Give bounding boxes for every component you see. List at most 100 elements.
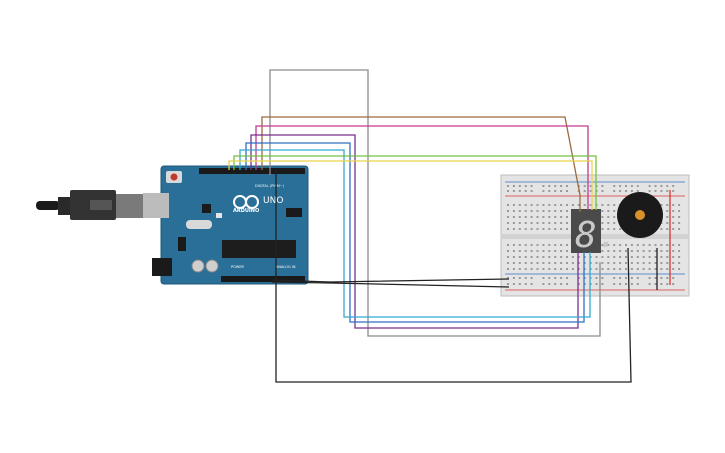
arduino-uno-board[interactable]: ARDUINO UNO DIGITAL (PWM~) POWER ANALOG … xyxy=(143,165,309,285)
breadboard-hole[interactable] xyxy=(625,268,627,270)
breadboard-hole[interactable] xyxy=(548,256,551,258)
breadboard-hole[interactable] xyxy=(554,244,557,246)
breadboard-hole[interactable] xyxy=(536,222,539,224)
breadboard-hole[interactable] xyxy=(512,283,515,285)
breadboard-hole[interactable] xyxy=(613,250,616,252)
breadboard-hole[interactable] xyxy=(648,268,651,270)
breadboard-hole[interactable] xyxy=(566,262,568,264)
breadboard-hole[interactable] xyxy=(577,283,580,285)
breadboard-hole[interactable] xyxy=(530,250,533,252)
breadboard-hole[interactable] xyxy=(524,244,527,246)
breadboard-hole[interactable] xyxy=(595,268,598,270)
breadboard-hole[interactable] xyxy=(666,262,669,264)
breadboard-hole[interactable] xyxy=(507,204,509,206)
breadboard-hole[interactable] xyxy=(518,250,521,252)
breadboard-hole[interactable] xyxy=(536,210,539,212)
breadboard-hole[interactable] xyxy=(648,250,651,252)
breadboard-hole[interactable] xyxy=(648,277,651,279)
breadboard-hole[interactable] xyxy=(566,210,568,212)
breadboard-hole[interactable] xyxy=(678,268,681,270)
breadboard-hole[interactable] xyxy=(518,185,521,187)
breadboard-hole[interactable] xyxy=(660,244,663,246)
breadboard-hole[interactable] xyxy=(601,222,604,224)
breadboard-hole[interactable] xyxy=(583,283,586,285)
breadboard-hole[interactable] xyxy=(536,250,539,252)
breadboard-hole[interactable] xyxy=(619,185,622,187)
breadboard-hole[interactable] xyxy=(660,268,663,270)
breadboard-hole[interactable] xyxy=(654,262,657,264)
breadboard-hole[interactable] xyxy=(660,228,663,230)
breadboard-hole[interactable] xyxy=(672,277,675,279)
breadboard-hole[interactable] xyxy=(518,283,521,285)
breadboard-hole[interactable] xyxy=(678,262,681,264)
breadboard-hole[interactable] xyxy=(560,185,563,187)
breadboard-hole[interactable] xyxy=(536,244,539,246)
breadboard-hole[interactable] xyxy=(583,185,586,187)
breadboard-hole[interactable] xyxy=(571,204,574,206)
breadboard-hole[interactable] xyxy=(524,277,527,279)
breadboard-hole[interactable] xyxy=(636,250,639,252)
breadboard-hole[interactable] xyxy=(507,244,509,246)
wire-blue[interactable] xyxy=(245,142,585,323)
breadboard-hole[interactable] xyxy=(560,222,563,224)
breadboard-hole[interactable] xyxy=(536,216,539,218)
breadboard-hole[interactable] xyxy=(507,190,509,192)
breadboard-hole[interactable] xyxy=(542,190,545,192)
breadboard-hole[interactable] xyxy=(642,262,645,264)
breadboard-hole[interactable] xyxy=(607,244,610,246)
breadboard-hole[interactable] xyxy=(507,256,509,258)
breadboard-hole[interactable] xyxy=(530,268,533,270)
breadboard-hole[interactable] xyxy=(512,262,515,264)
breadboard-hole[interactable] xyxy=(530,190,533,192)
breadboard-hole[interactable] xyxy=(672,216,675,218)
breadboard-hole[interactable] xyxy=(613,228,616,230)
breadboard-hole[interactable] xyxy=(619,262,622,264)
breadboard-hole[interactable] xyxy=(613,256,616,258)
breadboard-hole[interactable] xyxy=(607,228,610,230)
breadboard-hole[interactable] xyxy=(625,262,627,264)
breadboard-hole[interactable] xyxy=(601,190,604,192)
breadboard-hole[interactable] xyxy=(554,185,557,187)
breadboard-hole[interactable] xyxy=(507,268,509,270)
breadboard-hole[interactable] xyxy=(512,190,515,192)
breadboard-hole[interactable] xyxy=(607,262,610,264)
breadboard-hole[interactable] xyxy=(613,283,616,285)
wire-black-b[interactable] xyxy=(271,281,510,288)
wire-black-a[interactable] xyxy=(271,278,510,283)
breadboard-hole[interactable] xyxy=(660,262,663,264)
breadboard-hole[interactable] xyxy=(548,262,551,264)
breadboard-hole[interactable] xyxy=(577,204,580,206)
breadboard-hole[interactable] xyxy=(518,222,521,224)
breadboard-hole[interactable] xyxy=(542,268,545,270)
breadboard-hole[interactable] xyxy=(589,190,592,192)
breadboard-hole[interactable] xyxy=(636,244,639,246)
breadboard-hole[interactable] xyxy=(666,228,669,230)
breadboard-hole[interactable] xyxy=(613,244,616,246)
breadboard-hole[interactable] xyxy=(566,283,568,285)
breadboard-hole[interactable] xyxy=(672,256,675,258)
breadboard-hole[interactable] xyxy=(542,244,545,246)
breadboard-hole[interactable] xyxy=(636,190,639,192)
breadboard-hole[interactable] xyxy=(560,190,563,192)
breadboard-hole[interactable] xyxy=(619,250,622,252)
breadboard-hole[interactable] xyxy=(530,244,533,246)
breadboard-hole[interactable] xyxy=(571,256,574,258)
breadboard-hole[interactable] xyxy=(530,256,533,258)
breadboard-hole[interactable] xyxy=(530,216,533,218)
breadboard-hole[interactable] xyxy=(672,222,675,224)
breadboard-hole[interactable] xyxy=(672,228,675,230)
breadboard-hole[interactable] xyxy=(630,262,633,264)
breadboard-hole[interactable] xyxy=(507,283,509,285)
breadboard-hole[interactable] xyxy=(601,268,604,270)
breadboard-hole[interactable] xyxy=(607,204,610,206)
breadboard-hole[interactable] xyxy=(548,210,551,212)
breadboard-hole[interactable] xyxy=(666,244,669,246)
breadboard-hole[interactable] xyxy=(642,250,645,252)
breadboard-hole[interactable] xyxy=(542,250,545,252)
breadboard-hole[interactable] xyxy=(678,204,681,206)
breadboard-hole[interactable] xyxy=(512,216,515,218)
breadboard-hole[interactable] xyxy=(524,210,527,212)
breadboard-hole[interactable] xyxy=(524,222,527,224)
breadboard-hole[interactable] xyxy=(560,277,563,279)
